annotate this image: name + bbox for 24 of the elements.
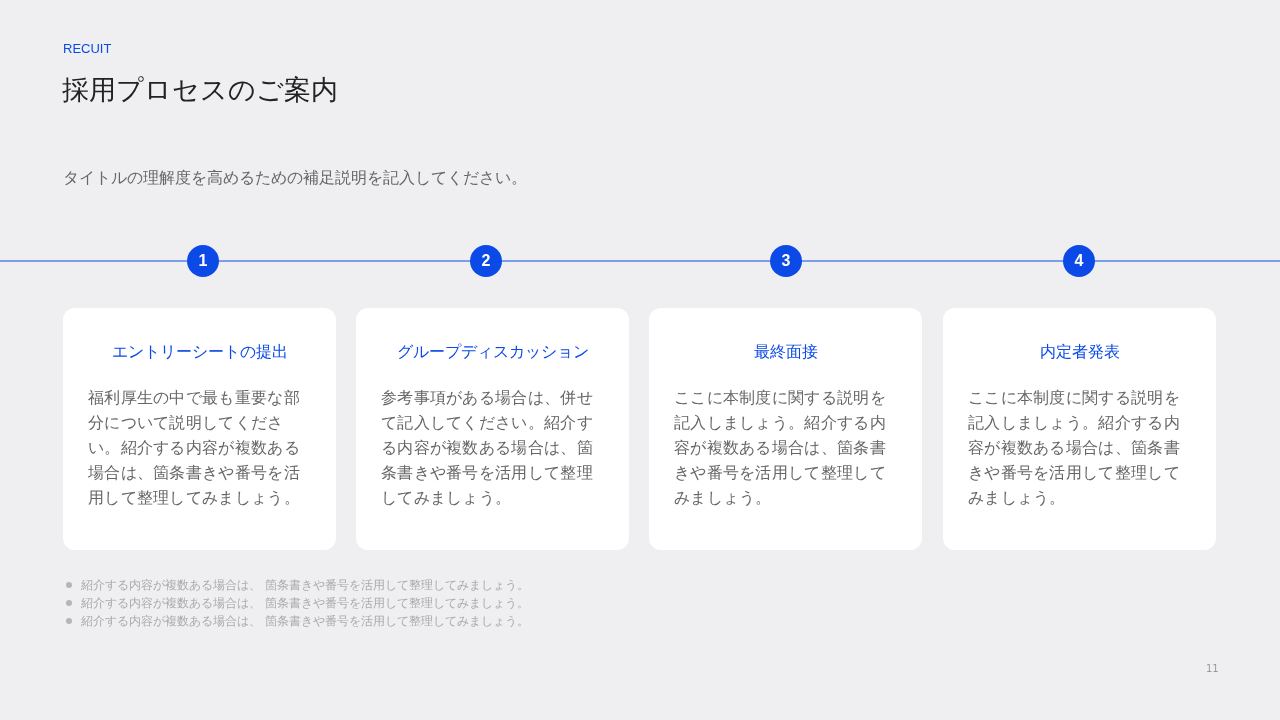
timeline-line — [501, 260, 771, 262]
step-description: ここに本制度に関する説明を記入しましょう。紹介する内容が複数ある場合は、箇条書きや番号を活用して整理してみましょう。 — [968, 387, 1181, 509]
timeline-line — [801, 260, 1064, 262]
step-heading: 最終面接 — [753, 342, 819, 363]
step-description: 参考事項がある場合は、併せて記入してください。紹介する内容が複数ある場合は、箇条書きや番号を活用して整理してみましょう。 — [381, 387, 594, 509]
step-description: ここに本制度に関する説明を記入しましょう。紹介する内容が複数ある場合は、箇条書きや番号を活用して整理してみましょう。 — [674, 387, 887, 509]
step-number-circle: 4 — [1063, 245, 1095, 277]
bullet-note: 紹介する内容が複数ある場合は、 箇条書きや番号を活用して整理してみましょう。 — [63, 612, 529, 630]
bullet-note: 紹介する内容が複数ある場合は、 箇条書きや番号を活用して整理してみましょう。 — [63, 594, 529, 612]
slide-title: 採用プロセスのご案内 — [62, 73, 338, 107]
timeline-line — [218, 260, 471, 262]
step-heading: グループディスカッション — [396, 342, 590, 363]
bullet-note: 紹介する内容が複数ある場合は、 箇条書きや番号を活用して整理してみましょう。 — [63, 576, 529, 594]
section-label: RECUIT — [63, 41, 112, 56]
subtitle: タイトルの理解度を高めるための補足説明を記入してください。 — [63, 168, 527, 189]
step-description: 福利厚生の中で最も重要な部分について説明してください。紹介する内容が複数ある場合は、箇条書きや番号を活用して整理してみましょう。 — [88, 387, 301, 509]
step-number-circle: 1 — [187, 245, 219, 277]
page-number: 11 — [1206, 663, 1219, 674]
step-heading: 内定者発表 — [1039, 342, 1121, 363]
step-heading: エントリーシートの提出 — [111, 342, 289, 363]
step-number-circle: 2 — [470, 245, 502, 277]
timeline-line — [0, 260, 188, 262]
timeline-line — [1094, 260, 1280, 262]
step-number-circle: 3 — [770, 245, 802, 277]
